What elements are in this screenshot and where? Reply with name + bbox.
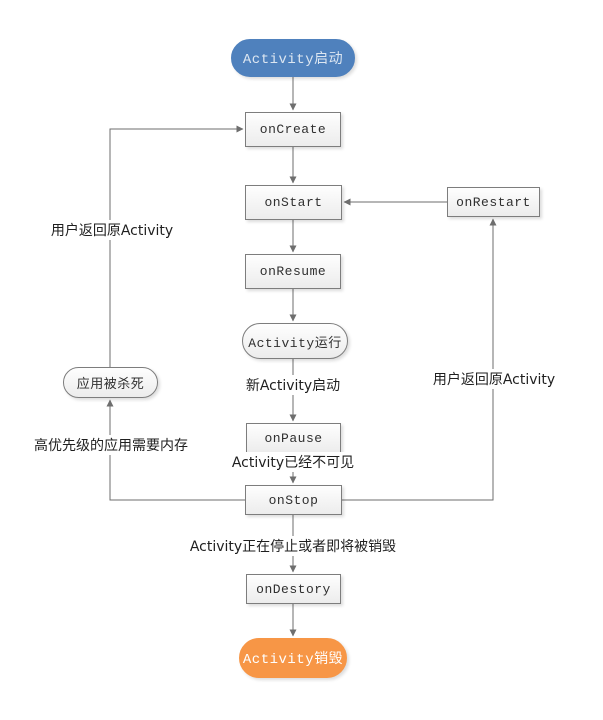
node-onrestart: onRestart [447, 187, 540, 217]
edge-label-activity-invisible: Activity已经不可见 [229, 452, 357, 472]
node-app-killed: 应用被杀死 [63, 367, 158, 398]
edge-onstop-to-onrestart [342, 218, 497, 501]
node-activity-start: Activity启动 [231, 39, 355, 77]
node-ondestory: onDestory [246, 574, 341, 604]
edge-onstop-to-killed [106, 399, 245, 501]
edge-label-new-activity-start: 新Activity启动 [243, 375, 343, 395]
node-activity-running: Activity运行 [242, 323, 348, 359]
node-ondestory-label: onDestory [256, 581, 331, 597]
node-activity-destroyed-label: Activity销毁 [242, 652, 344, 668]
edge-label-user-back-right: 用户返回原Activity [430, 369, 558, 389]
edge-killed-to-oncreate [109, 125, 244, 367]
node-onstop-label: onStop [268, 492, 319, 508]
node-onresume-label: onResume [259, 264, 327, 279]
node-oncreate: onCreate [245, 112, 341, 147]
node-activity-start-label: Activity启动 [242, 52, 344, 68]
node-onstop: onStop [245, 485, 342, 515]
node-app-killed-label: 应用被杀死 [76, 377, 145, 392]
node-onpause-label: onPause [264, 431, 323, 446]
node-activity-running-label: Activity运行 [248, 335, 342, 351]
edge-label-activity-stopping: Activity正在停止或者即将被销毁 [187, 536, 399, 556]
node-onrestart-label: onRestart [456, 194, 531, 210]
node-onstart: onStart [245, 185, 342, 220]
edge-label-high-priority-memory: 高优先级的应用需要内存 [32, 435, 190, 455]
node-onresume: onResume [245, 254, 341, 289]
node-oncreate-label: onCreate [259, 122, 327, 137]
node-onstart-label: onStart [264, 195, 323, 210]
edge-label-user-back-left: 用户返回原Activity [48, 220, 176, 240]
node-activity-destroyed: Activity销毁 [239, 638, 347, 678]
node-onpause: onPause [246, 423, 341, 454]
